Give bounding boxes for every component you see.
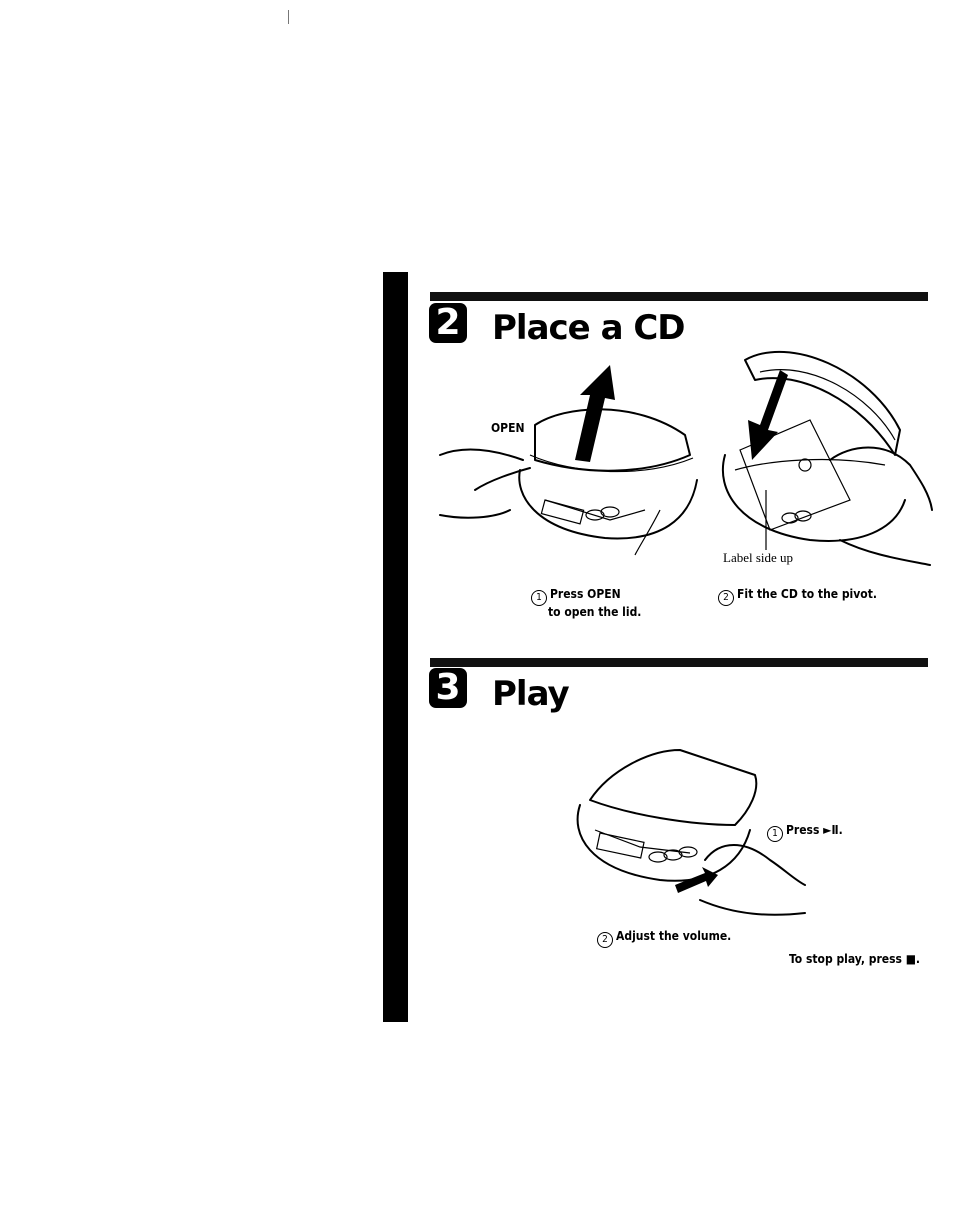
step-number: 2 bbox=[718, 590, 734, 606]
page-side-bar bbox=[383, 272, 408, 1022]
step-number: 1 bbox=[531, 590, 547, 606]
fit-cd-illustration bbox=[721, 350, 933, 566]
section-2-title: Place a CD bbox=[492, 308, 686, 348]
step-text: Press ►Ⅱ. bbox=[786, 823, 843, 837]
section-3-rule bbox=[430, 658, 928, 667]
open-lid-illustration bbox=[439, 365, 698, 556]
section-3-badge: 3 bbox=[429, 668, 467, 708]
step-text: Adjust the volume. bbox=[616, 929, 732, 943]
section-3-title: Play bbox=[492, 674, 570, 714]
label-side-up-callout: Label side up bbox=[723, 550, 794, 565]
page-mark bbox=[288, 10, 289, 24]
section-2-rule bbox=[430, 292, 928, 301]
step-number: 2 bbox=[597, 932, 613, 948]
step-number: 1 bbox=[767, 826, 783, 842]
step-text: Fit the CD to the pivot. bbox=[737, 587, 877, 601]
open-button-label: OPEN bbox=[491, 421, 525, 435]
step-open-lid: to open the lid. bbox=[548, 605, 642, 619]
play-illustration bbox=[576, 749, 806, 916]
section-2-badge: 2 bbox=[429, 303, 467, 343]
step-text-line1: Press OPEN bbox=[550, 587, 621, 601]
stop-play-note: To stop play, press ■. bbox=[789, 952, 921, 966]
